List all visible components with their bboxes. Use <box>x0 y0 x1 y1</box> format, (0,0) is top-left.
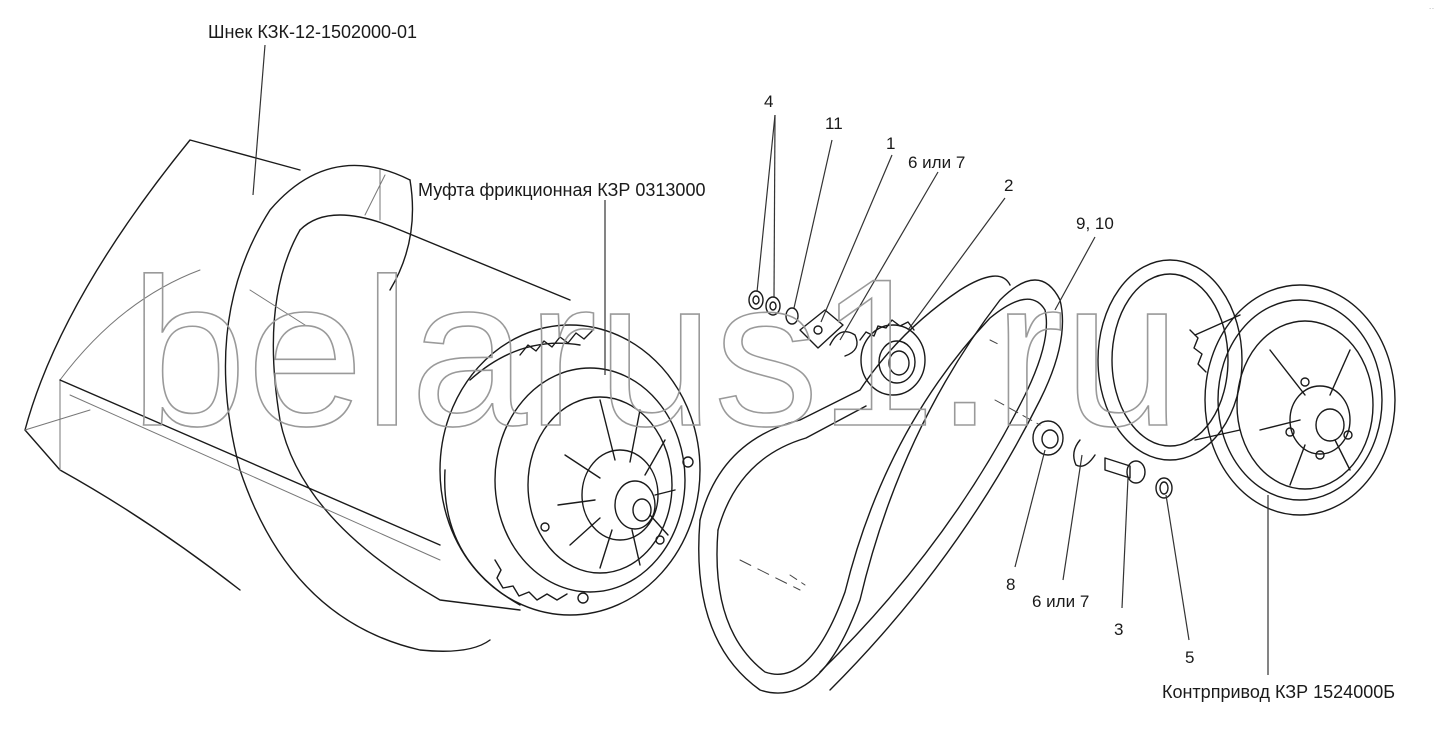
lower-small-parts <box>989 339 1173 499</box>
leader-lines <box>252 44 1269 675</box>
label-friction-clutch: Муфта фрикционная КЗР 0313000 <box>418 180 706 200</box>
counterdrive-drawing <box>1097 259 1396 516</box>
auger-drawing <box>24 139 571 652</box>
callout-5: 5 <box>1185 648 1195 667</box>
upper-small-parts <box>748 290 926 396</box>
callout-6-or-7-bottom: 6 или 7 <box>1032 592 1090 611</box>
friction-clutch-drawing <box>439 324 701 616</box>
callout-8: 8 <box>1006 575 1016 594</box>
callout-9-10: 9, 10 <box>1076 214 1114 233</box>
callout-11: 11 <box>825 114 843 133</box>
label-counterdrive: Контрпривод КЗР 1524000Б <box>1162 682 1396 702</box>
label-auger: Шнек КЗК-12-1502000-01 <box>208 22 418 42</box>
callout-1: 1 <box>886 134 896 153</box>
corner-mark: .. <box>1429 4 1435 11</box>
callout-3: 3 <box>1114 620 1124 639</box>
callout-4: 4 <box>764 92 774 111</box>
callout-6-or-7-top: 6 или 7 <box>908 153 966 172</box>
drive-chain-drawing <box>698 275 1064 694</box>
watermark-text: belarus1.ru <box>130 235 1181 470</box>
callout-2: 2 <box>1004 176 1014 195</box>
